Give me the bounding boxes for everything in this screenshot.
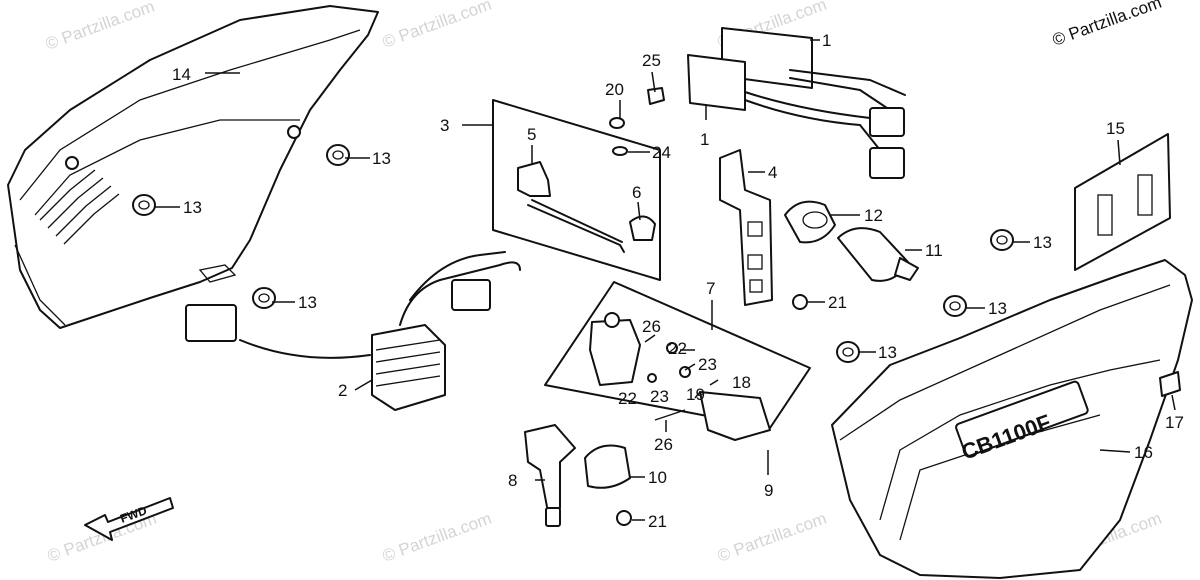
callout-3: 3: [440, 116, 449, 135]
leader-lines: [155, 39, 1176, 521]
callout-13: 13: [988, 299, 1007, 318]
small-hardware: [609, 87, 665, 156]
callout-4: 4: [768, 163, 777, 182]
callout-21: 21: [648, 512, 667, 531]
callout-15: 15: [1106, 119, 1125, 138]
callout-18: 18: [732, 373, 751, 392]
part-11-cylinder-unit: [837, 227, 919, 282]
callout-13: 13: [183, 198, 202, 217]
callout-12: 12: [864, 206, 883, 225]
fwd-arrow: FWD: [84, 497, 174, 541]
callout-16: 16: [1134, 443, 1153, 462]
callout-19: 19: [686, 385, 705, 404]
part-7-sub-assembly-panel: [544, 281, 811, 441]
part-16-right-side-cover: CB1100F: [831, 259, 1193, 579]
callout-1: 1: [822, 31, 831, 50]
part-2-regulator-rectifier: [185, 251, 521, 411]
callout-21: 21: [828, 293, 847, 312]
part-12-rubber-mount: [784, 200, 836, 244]
part-4-bracket: [719, 149, 773, 306]
copyright-text: © Partzilla.com: [1050, 0, 1164, 50]
callout-2: 2: [338, 381, 347, 400]
part-3-sub-assembly-panel: [492, 99, 661, 281]
part-17-sticker: [1159, 371, 1181, 397]
callout-26: 26: [642, 317, 661, 336]
callout-13: 13: [298, 293, 317, 312]
callout-24: 24: [652, 143, 671, 162]
callout-23: 23: [698, 355, 717, 374]
callout-8: 8: [508, 471, 517, 490]
callout-23: 23: [650, 387, 669, 406]
callout-20: 20: [605, 80, 624, 99]
callout-6: 6: [632, 183, 641, 202]
callout-7: 7: [706, 279, 715, 298]
watermark-text: © Partzilla.com: [715, 509, 829, 566]
callouts: 14 13 13 13 2 3 5 6 20 24 25 1 1 4 12 11…: [172, 31, 1184, 531]
part-14-left-side-cover: [7, 5, 379, 329]
callout-13: 13: [878, 343, 897, 362]
callout-17: 17: [1165, 413, 1184, 432]
watermark-text: © Partzilla.com: [380, 0, 494, 52]
part-1-control-unit: [687, 27, 906, 179]
callout-22: 22: [668, 339, 687, 358]
part-8-bracket: [524, 424, 576, 527]
watermark-text: © Partzilla.com: [380, 509, 494, 566]
part-15-plate: [1074, 133, 1171, 271]
callout-10: 10: [648, 468, 667, 487]
callout-14: 14: [172, 65, 191, 84]
nuts: [616, 294, 808, 526]
callout-13: 13: [372, 149, 391, 168]
callout-26: 26: [654, 435, 673, 454]
callout-5: 5: [527, 125, 536, 144]
callout-25: 25: [642, 51, 661, 70]
part-10-housing: [584, 444, 631, 489]
callout-11: 11: [925, 241, 943, 260]
callout-22: 22: [618, 389, 637, 408]
callout-1: 1: [700, 130, 709, 149]
callout-9: 9: [764, 481, 773, 500]
callout-13: 13: [1033, 233, 1052, 252]
watermark-text: © Partzilla.com: [43, 0, 157, 54]
